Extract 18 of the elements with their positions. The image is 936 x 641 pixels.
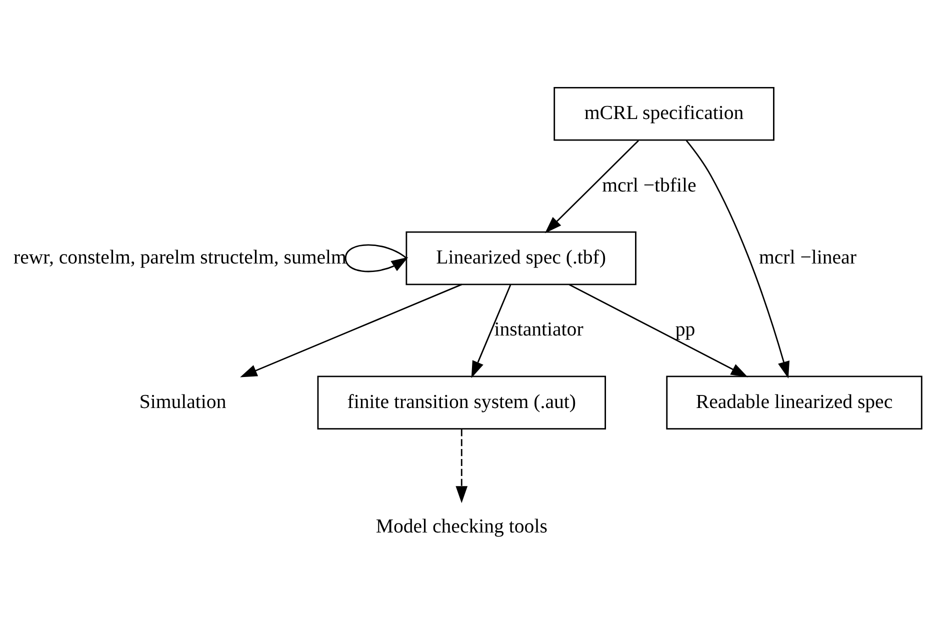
edge-label: instantiator: [494, 318, 584, 341]
arrow: [544, 140, 639, 234]
arrow: [240, 284, 462, 378]
node-text: Simulation: [139, 390, 226, 413]
edge-label: mcrl −linear: [758, 246, 856, 268]
arrow: [344, 244, 408, 272]
node-text: Model checking tools: [376, 515, 548, 538]
node-box: Linearized spec (.tbf): [406, 231, 636, 286]
arrow: [568, 284, 748, 378]
edge-label: mcrl −tbfile: [602, 174, 696, 196]
node-box: finite transition system (.aut): [317, 376, 606, 430]
arrow: [456, 429, 468, 504]
edge-label: rewr, constelm, parelm structelm, sumelm: [14, 246, 346, 268]
edge-label: pp: [675, 318, 696, 341]
arrow: [471, 284, 512, 378]
node-box: mCRL specification: [554, 86, 774, 141]
arrow: [686, 140, 790, 378]
node-box: Readable linearized spec: [666, 376, 922, 430]
